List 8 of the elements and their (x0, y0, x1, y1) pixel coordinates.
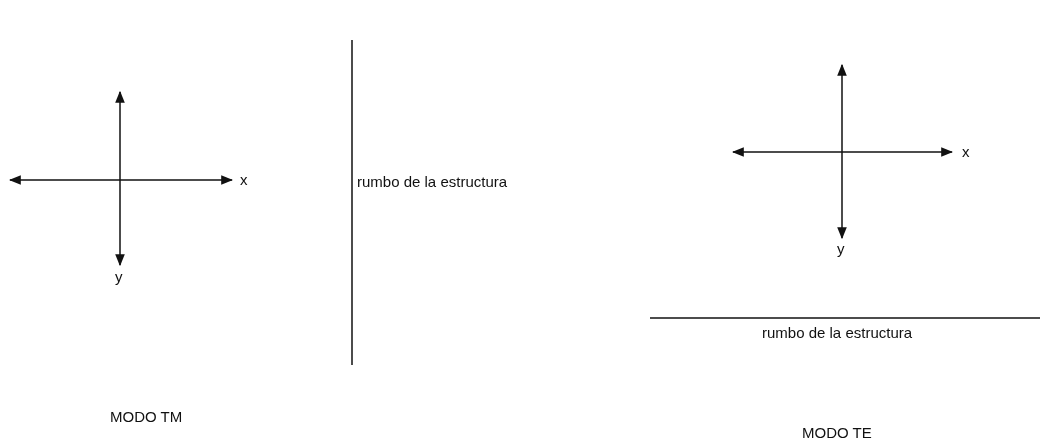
axis-label: y (837, 240, 845, 257)
mode-label: MODO TM (110, 408, 183, 425)
mode-label: MODO TE (802, 424, 872, 441)
axis-label: x (962, 143, 970, 160)
strike-label: rumbo de la estructura (762, 324, 913, 341)
strike-label: rumbo de la estructura (357, 173, 508, 190)
axis-label: y (115, 268, 123, 285)
axis-label: x (240, 171, 248, 188)
